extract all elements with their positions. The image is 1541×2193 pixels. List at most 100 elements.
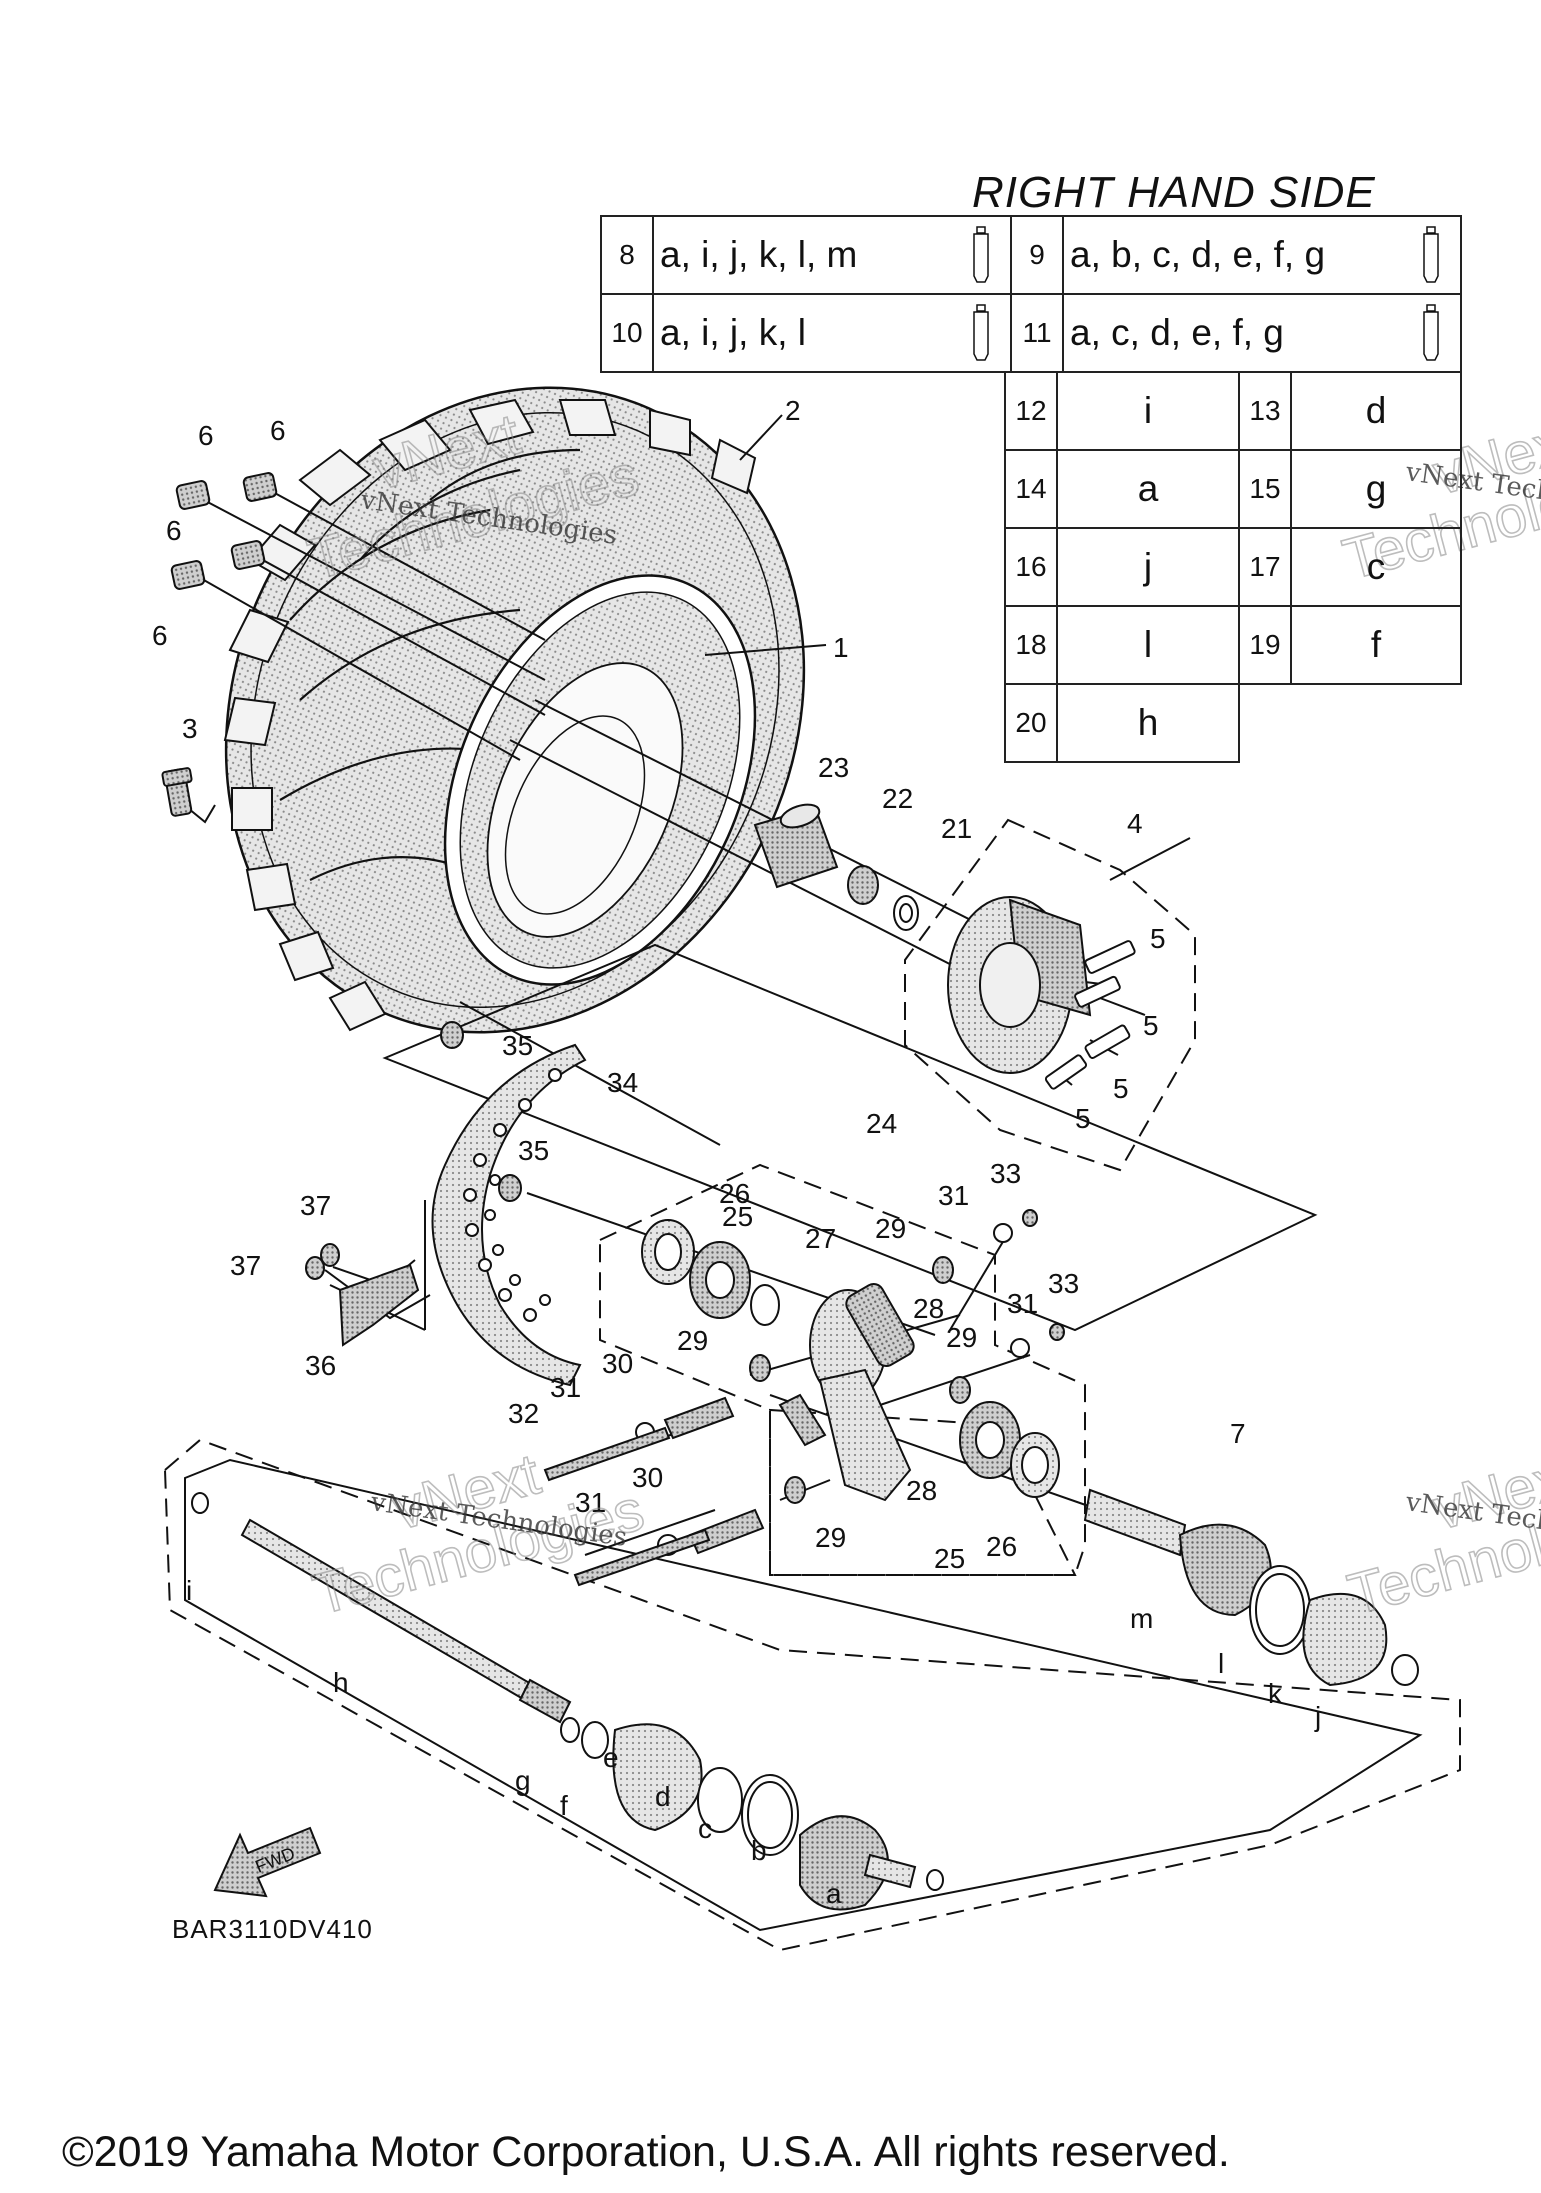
kit-number: 10: [600, 293, 654, 373]
kit-number: 12: [1004, 371, 1058, 451]
callout-4: 4: [1127, 808, 1143, 839]
kit-empty-cell: [1239, 684, 1291, 762]
callout-26a: 26: [719, 1178, 750, 1209]
kit-part: g: [1290, 449, 1462, 529]
callout-24: 24: [866, 1108, 897, 1139]
callout-35a: 35: [502, 1030, 533, 1061]
assembly-boundaries-solid: [184, 943, 1423, 1932]
callout-37a: 37: [300, 1190, 331, 1221]
callout-labels: 1 2 3 4 5 5 5 5 6 6 6 6 7 21 22 23 24 25…: [152, 395, 1321, 1909]
callout-31a: 31: [938, 1180, 969, 1211]
wheel-bolt-3: [161, 767, 193, 817]
callout-h: h: [333, 1667, 349, 1698]
callout-33a: 33: [990, 1158, 1021, 1189]
callout-b: b: [751, 1835, 767, 1866]
callout-6d: 6: [152, 620, 168, 651]
callout-35b: 35: [518, 1135, 549, 1166]
tire-assembly: [223, 386, 806, 1034]
bushings-29-30: [663, 1256, 971, 1555]
brake-disc-34: [431, 1043, 587, 1387]
callout-28b: 28: [906, 1475, 937, 1506]
callout-m: m: [1130, 1603, 1153, 1634]
callout-21: 21: [941, 813, 972, 844]
callout-l: l: [1218, 1648, 1224, 1679]
callout-j: j: [1314, 1701, 1321, 1732]
callout-a: a: [826, 1878, 842, 1909]
knuckle-24: [778, 1283, 915, 1502]
grease-tube-icon: [1423, 226, 1439, 283]
callout-30b: 30: [632, 1462, 663, 1493]
spacer-collar-23: [753, 803, 839, 889]
callout-5a: 5: [1150, 923, 1166, 954]
kit-row: 10 a, i, j, k, l 11 a, c, d, e, f, g: [600, 293, 1462, 373]
kit-number: 15: [1238, 449, 1292, 529]
kit-table-top: 8 a, i, j, k, l, m 9 a, b, c, d, e, f, g…: [600, 215, 1462, 373]
kit-part: l: [1056, 605, 1240, 685]
drawing-code: BAR3110DV410: [172, 1914, 373, 1944]
kit-number: 11: [1010, 293, 1064, 373]
callout-27: 27: [805, 1223, 836, 1254]
callout-5d: 5: [1075, 1103, 1091, 1134]
callout-23: 23: [818, 752, 849, 783]
kit-part: i: [1056, 371, 1240, 451]
fwd-arrow: [213, 1826, 322, 1898]
hub-4: [947, 896, 1136, 1090]
callout-34: 34: [607, 1067, 638, 1098]
wheel-nuts-6: [170, 472, 278, 590]
callout-37b: 37: [230, 1250, 261, 1281]
drive-shaft-h: [191, 1492, 572, 1724]
seals-bearings-25-26-27: [641, 1219, 1060, 1498]
kit-number: 8: [600, 215, 654, 295]
kit-row: 8 a, i, j, k, l, m 9 a, b, c, d, e, f, g: [600, 215, 1462, 295]
kit-row: 18 l 19 f: [1004, 605, 1462, 685]
kit-parts: a, i, j, k, l: [652, 293, 1012, 373]
callout-29d: 29: [815, 1522, 846, 1553]
kit-parts: a, b, c, d, e, f, g: [1062, 215, 1462, 295]
callout-29a: 29: [875, 1213, 906, 1244]
callout-6b: 6: [270, 415, 286, 446]
callout-33b: 33: [1048, 1268, 1079, 1299]
kit-part: c: [1290, 527, 1462, 607]
kit-parts: a, i, j, k, l, m: [652, 215, 1012, 295]
callout-6c: 6: [166, 515, 182, 546]
callout-6a: 6: [198, 420, 214, 451]
kit-parts-text: a, b, c, d, e, f, g: [1070, 234, 1326, 275]
callout-5c: 5: [1113, 1073, 1129, 1104]
kit-part: h: [1056, 683, 1240, 763]
kit-part: f: [1290, 605, 1462, 685]
kit-parts-text: a, i, j, k, l: [660, 312, 806, 353]
kit-table-grid: 12 i 13 d 14 a 15 g 16 j 17 c 18 l 19 f …: [1004, 371, 1462, 763]
kit-number: 19: [1238, 605, 1292, 685]
callout-30a: 30: [602, 1348, 633, 1379]
callout-26b: 26: [986, 1531, 1017, 1562]
callout-22: 22: [882, 783, 913, 814]
bolts-31-32-33: [543, 1209, 1065, 1587]
callout-7: 7: [1230, 1418, 1246, 1449]
grease-tube-icon: [1423, 304, 1439, 361]
callout-29c: 29: [946, 1322, 977, 1353]
section-title: RIGHT HAND SIDE: [972, 168, 1376, 217]
kit-number: 18: [1004, 605, 1058, 685]
callout-32: 32: [508, 1398, 539, 1429]
bolts-35-37: [305, 1021, 522, 1280]
washers-21-22: [847, 865, 919, 931]
callout-29b: 29: [677, 1325, 708, 1356]
callout-36: 36: [305, 1350, 336, 1381]
callout-31d: 31: [575, 1487, 606, 1518]
kit-empty-cell: [1291, 684, 1461, 762]
caliper-bracket-36: [338, 1263, 420, 1347]
assembly-boundaries: [163, 818, 1461, 1952]
callout-f: f: [560, 1790, 568, 1821]
kit-parts-text: a, c, d, e, f, g: [1070, 312, 1284, 353]
copyright-notice: ©2019 Yamaha Motor Corporation, U.S.A. A…: [62, 2128, 1230, 2176]
kit-number: 16: [1004, 527, 1058, 607]
callout-28a: 28: [913, 1293, 944, 1324]
kit-number: 14: [1004, 449, 1058, 529]
kit-number: 9: [1010, 215, 1064, 295]
callout-25a: 25: [722, 1201, 753, 1232]
callout-5b: 5: [1143, 1010, 1159, 1041]
kit-part: a: [1056, 449, 1240, 529]
callout-i: i: [186, 1575, 192, 1606]
kit-row: 20 h: [1004, 683, 1461, 763]
kit-part: j: [1056, 527, 1240, 607]
